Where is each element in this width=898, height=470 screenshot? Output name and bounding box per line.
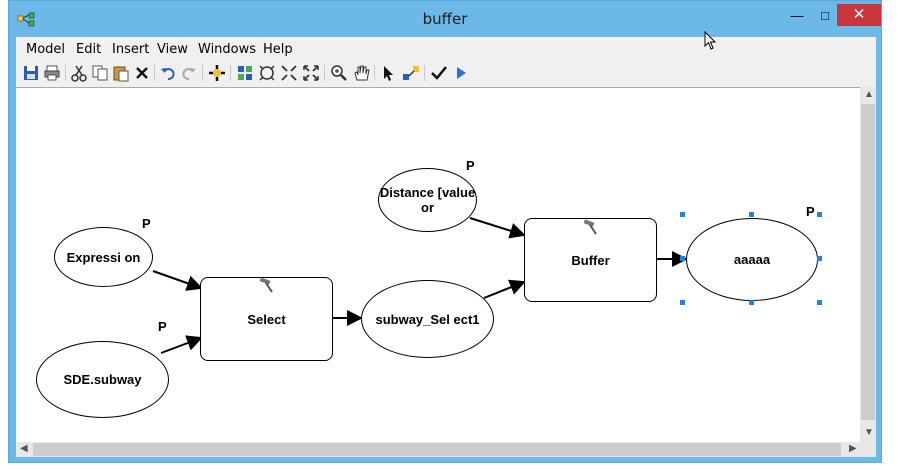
scroll-down-icon[interactable]: ▼ bbox=[864, 427, 874, 438]
horizontal-scroll-thumb[interactable] bbox=[33, 443, 841, 456]
toolbar-separator bbox=[202, 65, 203, 81]
zoom-icon[interactable] bbox=[330, 64, 348, 82]
sde-subway-parameter-marker: P bbox=[158, 319, 167, 334]
maximize-button[interactable]: □ bbox=[821, 8, 829, 23]
redo-icon[interactable] bbox=[180, 64, 198, 82]
connector-distance-to-buffer bbox=[469, 217, 526, 239]
toolbar-separator bbox=[154, 65, 155, 81]
undo-icon[interactable] bbox=[159, 64, 177, 82]
pan-icon[interactable] bbox=[352, 64, 370, 82]
full-extent-icon[interactable] bbox=[258, 64, 276, 82]
horizontal-scrollbar[interactable]: ◀ ▶ bbox=[16, 442, 876, 457]
connect-icon[interactable] bbox=[402, 64, 420, 82]
aaaaa-parameter-marker: P bbox=[806, 204, 815, 219]
mouse-cursor-icon bbox=[704, 31, 717, 50]
model-builder-window: buffer — □ ✕ Model Edit Insert View Wind… bbox=[8, 0, 882, 463]
select-tool-label: Select bbox=[247, 311, 286, 327]
save-icon[interactable] bbox=[22, 64, 40, 82]
run-icon[interactable] bbox=[452, 64, 470, 82]
menu-bar: Model Edit Insert View Windows Help bbox=[16, 37, 876, 61]
buffer-tool[interactable]: Buffer bbox=[524, 218, 657, 302]
vertical-scroll-thumb[interactable] bbox=[861, 104, 875, 420]
connector-expression-to-select bbox=[152, 270, 203, 291]
cut-icon[interactable] bbox=[70, 64, 88, 82]
add-data-icon[interactable] bbox=[208, 64, 226, 82]
vertical-scrollbar[interactable]: ▲ ▼ bbox=[860, 87, 876, 442]
menu-insert[interactable]: Insert bbox=[112, 42, 150, 57]
sde-subway-input[interactable]: SDE.subway bbox=[36, 341, 169, 418]
window-title: buffer bbox=[422, 10, 468, 28]
delete-icon[interactable] bbox=[133, 64, 151, 82]
zoom-out-fixed-icon[interactable] bbox=[302, 64, 320, 82]
minimize-button[interactable]: — bbox=[790, 8, 804, 23]
menu-help[interactable]: Help bbox=[263, 42, 293, 57]
buffer-tool-label: Buffer bbox=[571, 252, 610, 268]
model-builder-app-icon bbox=[17, 12, 35, 27]
scroll-up-icon[interactable]: ▲ bbox=[864, 89, 874, 100]
menu-windows[interactable]: Windows bbox=[198, 42, 257, 57]
toolbar-separator bbox=[374, 65, 375, 81]
scroll-left-icon[interactable]: ◀ bbox=[20, 443, 28, 454]
expression-variable[interactable]: Expressi on bbox=[54, 227, 153, 287]
connector-sde-subway-to-select bbox=[160, 335, 203, 354]
print-icon[interactable] bbox=[43, 64, 61, 82]
selection-handle[interactable] bbox=[680, 300, 685, 305]
toolbar bbox=[16, 61, 876, 85]
select-tool[interactable]: Select bbox=[200, 277, 333, 361]
distance-parameter-marker: P bbox=[466, 158, 475, 173]
scroll-right-icon[interactable]: ▶ bbox=[849, 443, 857, 454]
paste-icon[interactable] bbox=[112, 64, 130, 82]
toolbar-separator bbox=[230, 65, 231, 81]
aaaaa-output[interactable]: aaaaa bbox=[686, 218, 818, 301]
distance-variable[interactable]: Distance [value or bbox=[378, 168, 477, 232]
validate-icon[interactable] bbox=[430, 64, 448, 82]
hammer-icon bbox=[583, 219, 597, 235]
menu-model[interactable]: Model bbox=[26, 42, 66, 57]
zoom-in-fixed-icon[interactable] bbox=[280, 64, 298, 82]
subway-select1-output[interactable]: subway_Sel ect1 bbox=[361, 280, 494, 358]
window-client-area: Model Edit Insert View Windows Help bbox=[16, 37, 876, 457]
menu-edit[interactable]: Edit bbox=[76, 42, 102, 57]
selection-handle[interactable] bbox=[817, 300, 822, 305]
model-canvas[interactable]: Expressi on P SDE.subway P Select subway… bbox=[16, 87, 860, 443]
close-button[interactable]: ✕ bbox=[837, 4, 881, 26]
toolbar-separator bbox=[65, 65, 66, 81]
selection-handle[interactable] bbox=[749, 300, 754, 305]
title-bar[interactable]: buffer — □ ✕ bbox=[9, 1, 881, 37]
selection-handle[interactable] bbox=[680, 212, 685, 217]
menu-view[interactable]: View bbox=[157, 42, 188, 57]
selection-handle[interactable] bbox=[817, 212, 822, 217]
expression-parameter-marker: P bbox=[142, 216, 151, 231]
selection-handle[interactable] bbox=[817, 256, 822, 261]
select-icon[interactable] bbox=[380, 64, 398, 82]
toolbar-separator bbox=[424, 65, 425, 81]
hammer-icon bbox=[259, 277, 273, 293]
toolbar-separator bbox=[324, 65, 325, 81]
auto-layout-icon[interactable] bbox=[236, 64, 254, 82]
copy-icon[interactable] bbox=[91, 64, 109, 82]
selection-handle[interactable] bbox=[680, 256, 685, 261]
selection-handle[interactable] bbox=[749, 212, 754, 217]
connector-subway-select1-to-buffer bbox=[483, 279, 526, 299]
